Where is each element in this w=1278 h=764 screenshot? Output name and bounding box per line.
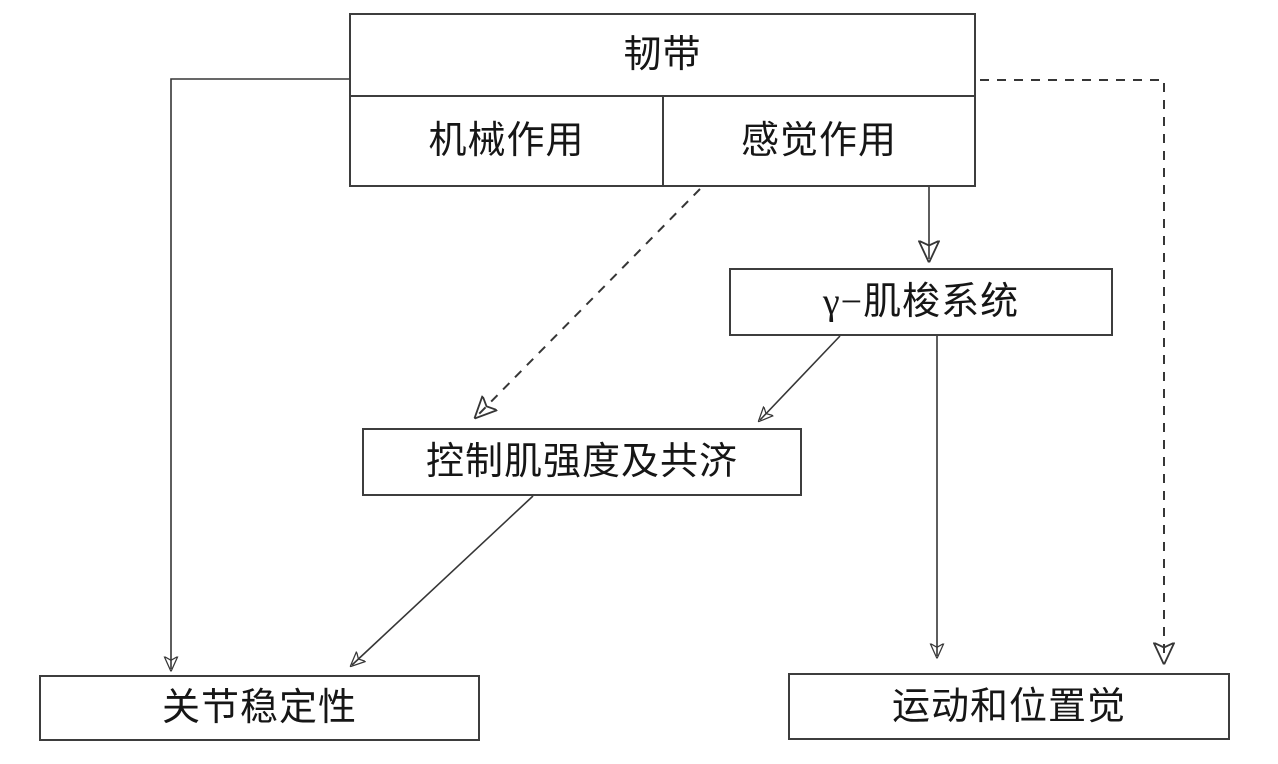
node-sensory-action-label: 感觉作用 (740, 120, 897, 162)
node-joint-stability: 关节稳定性 (39, 675, 480, 741)
node-mechanical-action: 机械作用 (349, 95, 664, 187)
edge-ligament-to-joint-stability (171, 78, 349, 669)
node-mechanical-action-label: 机械作用 (428, 120, 585, 162)
node-ligament: 韧带 (349, 13, 976, 97)
node-sensory-action: 感觉作用 (662, 95, 976, 187)
node-gamma-spindle-system: γ−肌梭系统 (729, 268, 1113, 336)
edge-control-to-joint-stability (352, 495, 534, 665)
edge-sensory-to-muscle-control (477, 188, 701, 416)
edge-ligament-to-motion-sense (980, 79, 1164, 661)
node-joint-stability-label: 关节稳定性 (161, 687, 357, 729)
node-motion-position-sense: 运动和位置觉 (788, 673, 1230, 740)
node-motion-position-sense-label: 运动和位置觉 (891, 685, 1126, 728)
node-muscle-strength-coordination-label: 控制肌强度及共济 (425, 441, 738, 483)
node-ligament-label: 韧带 (623, 34, 702, 76)
edge-gamma-to-muscle-control (760, 335, 841, 420)
node-gamma-spindle-system-label: γ−肌梭系统 (822, 281, 1020, 323)
node-muscle-strength-coordination: 控制肌强度及共济 (362, 428, 802, 496)
